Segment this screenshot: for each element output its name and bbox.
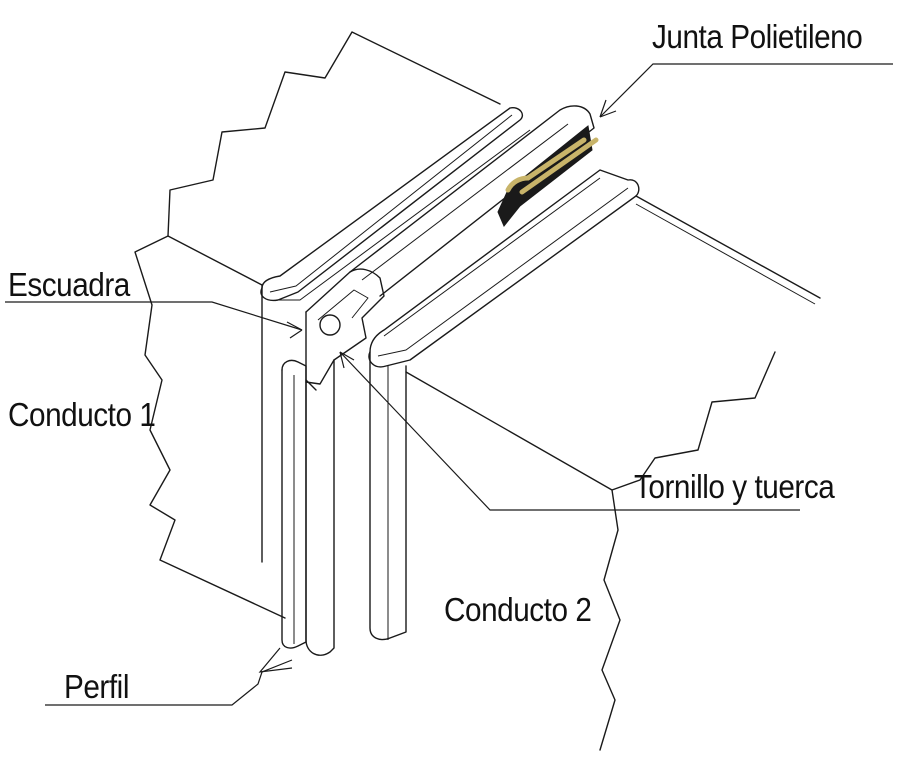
bracket-body — [305, 311, 335, 656]
duct2-break-line — [599, 351, 776, 751]
label-escuadra: Escuadra — [8, 266, 130, 303]
label-perfil: Perfil — [64, 668, 129, 705]
duct1-flange-top-line2 — [278, 129, 531, 301]
duct2-profile-vertical — [369, 351, 407, 641]
leader-escuadra-arrow — [286, 321, 303, 339]
bracket-top — [305, 268, 385, 385]
duct2-top-edge — [635, 195, 821, 299]
bracket-arm-diag — [349, 105, 595, 297]
duct1-flange-top — [260, 107, 524, 302]
leader-tornillo-arrow — [339, 351, 355, 369]
duct1-break-line — [134, 31, 501, 619]
leader-tornillo — [339, 351, 800, 511]
duct2-top-edge2 — [635, 203, 816, 305]
gasket-edge — [505, 137, 599, 195]
leader-junta-arrow — [599, 99, 617, 118]
label-junta-polietileno: Junta Polietileno — [652, 18, 863, 55]
duct1-flange-top-inner — [269, 114, 513, 293]
duct2-flange-line2 — [383, 177, 601, 337]
leader-escuadra — [5, 301, 303, 331]
bracket-inner — [317, 289, 369, 321]
duct2-flange-inner — [377, 187, 629, 357]
label-conducto-2: Conducto 2 — [444, 591, 592, 628]
label-tornillo-y-tuerca: Tornillo y tuerca — [634, 468, 835, 505]
bolt-circle — [319, 314, 341, 336]
leader-junta — [599, 63, 893, 118]
label-conducto-1: Conducto 1 — [8, 396, 156, 433]
leader-perfil-arrow — [258, 647, 293, 673]
duct2-flange-top — [368, 169, 640, 368]
leader-perfil — [45, 659, 293, 706]
profile-left-outer — [281, 369, 307, 649]
bracket-arm-diag2 — [361, 123, 569, 281]
duct1-top-back-edge — [167, 235, 263, 286]
profile-left-top-curl — [281, 359, 317, 391]
duct2-bottom-edge — [405, 371, 613, 491]
